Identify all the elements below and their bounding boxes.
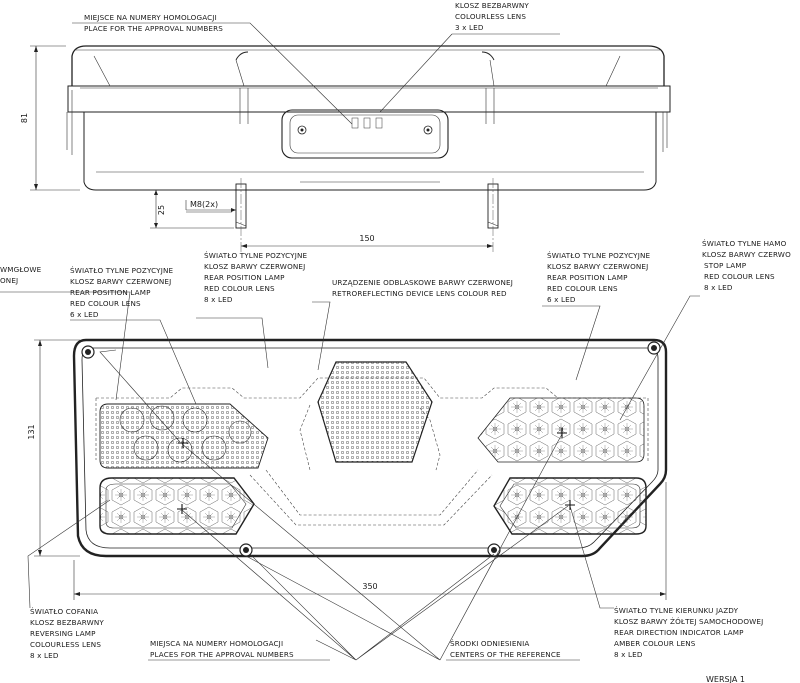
svg-text:6 x LED: 6 x LED [70,310,99,319]
svg-text:ŚWIATŁO COFANIA: ŚWIATŁO COFANIA [30,607,98,616]
label-colourless-lens-top: KLOSZ BEZBARWNY COLOURLESS LENS 3 x LED [379,1,560,113]
top-view: 81 25 M8(2x) 150 MIEJSCE NA NUMERY HOMOL… [20,1,671,252]
svg-text:REAR POSITION LAMP: REAR POSITION LAMP [547,273,628,282]
dim-pin-spacing: 150 [359,234,374,243]
svg-text:KLOSZ BARWY CZERWONEJ: KLOSZ BARWY CZERWONEJ [70,277,171,286]
svg-text:COLOURLESS LENS: COLOURLESS LENS [30,640,101,649]
svg-text:ŚWIATŁO TYLNE POZYCYJNE: ŚWIATŁO TYLNE POZYCYJNE [204,251,307,260]
label-left-edge: WMGŁOWE ONEJ [0,265,42,285]
svg-text:ŚWIATŁO TYLNE POZYCYJNE: ŚWIATŁO TYLNE POZYCYJNE [547,251,650,260]
screw-top-left [81,345,95,359]
svg-text:RED COLOUR LENS: RED COLOUR LENS [704,272,775,281]
front-housing-outer [72,338,668,558]
svg-text:KLOSZ BARWY ŻÓŁTEJ SAMOCHODOWE: KLOSZ BARWY ŻÓŁTEJ SAMOCHODOWEJ [614,617,763,626]
svg-text:8 x LED: 8 x LED [614,650,643,659]
label-approval-places: MIEJSCA NA NUMERY HOMOLOGACJI PLACES FOR… [148,639,330,661]
svg-text:RED COLOUR LENS: RED COLOUR LENS [204,284,275,293]
svg-text:REAR POSITION LAMP: REAR POSITION LAMP [204,273,285,282]
dim-height-top: 81 [20,113,29,123]
svg-text:COLOURLESS LENS: COLOURLESS LENS [455,12,526,21]
svg-text:KLOSZ BEZBARWNY: KLOSZ BEZBARWNY [455,1,529,10]
svg-text:RED COLOUR LENS: RED COLOUR LENS [70,299,141,308]
label-reversing-lamp: ŚWIATŁO COFANIA KLOSZ BEZBARWNY REVERSIN… [30,607,104,660]
svg-text:URZĄDZENIE ODBLASKOWE BARWY CZ: URZĄDZENIE ODBLASKOWE BARWY CZERWONEJ [332,278,513,287]
label-rear-position-center: ŚWIATŁO TYLNE POZYCYJNE KLOSZ BARWY CZER… [204,251,307,304]
svg-text:ŚWIATŁO TYLNE HAMO: ŚWIATŁO TYLNE HAMO [702,239,787,248]
svg-text:PLACES FOR THE APPROVAL NUMBER: PLACES FOR THE APPROVAL NUMBERS [150,650,294,659]
svg-text:6 x LED: 6 x LED [547,295,576,304]
dim-pin-length: 25 [157,205,166,215]
reversing-lens [99,477,255,535]
svg-text:KLOSZ BARWY CZERWONEJ: KLOSZ BARWY CZERWONEJ [547,262,648,271]
svg-text:WMGŁOWE: WMGŁOWE [0,265,42,274]
svg-text:REVERSING LAMP: REVERSING LAMP [30,629,96,638]
svg-text:MIEJSCA NA NUMERY HOMOLOGACJI: MIEJSCA NA NUMERY HOMOLOGACJI [150,639,283,648]
svg-text:STOP LAMP: STOP LAMP [704,261,747,270]
dim-width-front: 350 [362,582,377,591]
svg-text:ŚWIATŁO TYLNE KIERUNKU JAZDY: ŚWIATŁO TYLNE KIERUNKU JAZDY [614,606,739,615]
label-direction-indicator: ŚWIATŁO TYLNE KIERUNKU JAZDY KLOSZ BARWY… [614,606,763,659]
screw-bottom-right [487,543,501,557]
svg-text:PLACE FOR THE APPROVAL NUMBERS: PLACE FOR THE APPROVAL NUMBERS [84,24,223,33]
svg-text:KLOSZ BEZBARWNY: KLOSZ BEZBARWNY [30,618,104,627]
svg-text:3 x LED: 3 x LED [455,23,484,32]
screw-top-right [647,341,661,355]
svg-text:ONEJ: ONEJ [0,276,18,285]
svg-text:KLOSZ BARWY CZERWONEJ: KLOSZ BARWY CZERWONEJ [204,262,305,271]
label-rear-position-right: ŚWIATŁO TYLNE POZYCYJNE KLOSZ BARWY CZER… [547,251,650,304]
right-position-cluster [477,397,645,463]
label-approval-top: MIEJSCE NA NUMERY HOMOLOGACJI PLACE FOR … [72,13,353,125]
label-reference-centers: ŚRODKI ODNIESIENIA CENTERS OF THE REFERE… [446,639,580,661]
svg-text:ŚRODKI ODNIESIENIA: ŚRODKI ODNIESIENIA [450,639,529,648]
svg-text:REAR POSITION LAMP: REAR POSITION LAMP [70,288,151,297]
svg-text:RED COLOUR LENS: RED COLOUR LENS [547,284,618,293]
top-approval-plate [281,109,449,159]
screw-bottom-left [239,543,253,557]
left-position-cluster [99,403,269,469]
svg-text:KLOSZ BARWY CZERWO: KLOSZ BARWY CZERWO [702,250,791,259]
svg-text:REAR DIRECTION INDICATOR LAMP: REAR DIRECTION INDICATOR LAMP [614,628,744,637]
svg-text:MIEJSCE NA NUMERY HOMOLOGACJI: MIEJSCE NA NUMERY HOMOLOGACJI [84,13,217,22]
label-retroreflector: URZĄDZENIE ODBLASKOWE BARWY CZERWONEJ RE… [332,278,513,298]
version-label: WERSJA 1 [706,675,745,683]
svg-text:8 x LED: 8 x LED [204,295,233,304]
dim-height-front: 131 [27,424,36,439]
label-stop-lamp: ŚWIATŁO TYLNE HAMO KLOSZ BARWY CZERWO ST… [702,239,791,292]
svg-text:8 x LED: 8 x LED [30,651,59,660]
reference-center-left [177,438,188,514]
svg-text:ŚWIATŁO TYLNE POZYCYJNE: ŚWIATŁO TYLNE POZYCYJNE [70,266,173,275]
svg-text:RETROREFLECTING DEVICE LENS CO: RETROREFLECTING DEVICE LENS COLOUR RED [332,289,507,298]
dim-thread: M8(2x) [190,200,218,209]
svg-text:AMBER COLOUR LENS: AMBER COLOUR LENS [614,639,696,648]
label-rear-position-left: ŚWIATŁO TYLNE POZYCYJNE KLOSZ BARWY CZER… [70,266,173,319]
svg-text:8 x LED: 8 x LED [704,283,733,292]
reference-center-right [557,428,575,510]
retroreflector [317,361,433,463]
svg-text:CENTERS OF THE REFERENCE: CENTERS OF THE REFERENCE [450,650,561,659]
front-view: 131 350 WMGŁOWE ONEJ ŚWIATŁO TYLNE POZYC… [0,239,791,683]
